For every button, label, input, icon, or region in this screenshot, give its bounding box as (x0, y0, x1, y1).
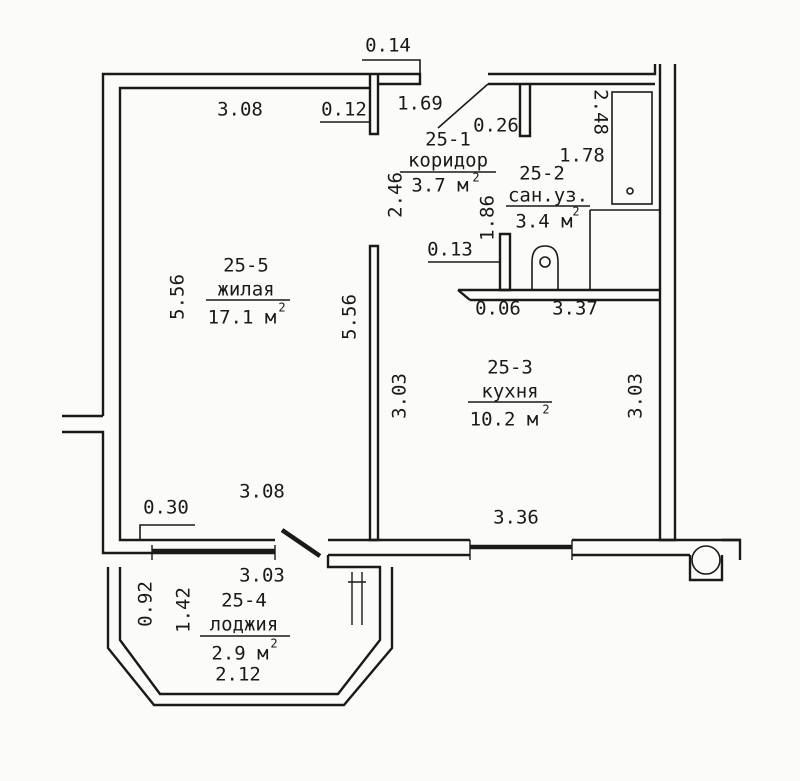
dim-0-13: 0.13 (427, 239, 473, 261)
windows (151, 528, 573, 625)
bathtub-drain (626, 187, 634, 195)
room-corridor-name: коридор (408, 150, 488, 172)
room-bathroom-area: 3.4 м (515, 211, 572, 233)
room-loggia: 25-4 лоджия 2.9 м 2 (200, 590, 290, 665)
room-kitchen-number: 25-3 (487, 357, 533, 379)
bathroom-wall-right (518, 84, 532, 138)
room-living-area: 17.1 м (208, 307, 277, 329)
dim-3-37: 3.37 (552, 298, 598, 320)
dim-3-36: 3.36 (493, 507, 539, 529)
room-bathroom-unit-sup: 2 (572, 205, 579, 219)
balcony-door (280, 528, 322, 558)
room-bathroom-number: 25-2 (519, 163, 565, 185)
room-loggia-number: 25-4 (221, 590, 267, 612)
walls (62, 64, 742, 582)
room-kitchen-area: 10.2 м (470, 409, 539, 431)
leader-0-30 (139, 524, 195, 540)
room-kitchen-unit-sup: 2 (542, 403, 549, 417)
living-kitchen-partition (368, 244, 380, 542)
fixtures (531, 91, 653, 290)
dim-5-56-left: 5.56 (167, 274, 189, 320)
kitchen-window-frame (469, 540, 573, 560)
room-living: 25-5 жилая 17.1 м 2 (206, 255, 290, 329)
dim-1-69: 1.69 (397, 93, 443, 115)
ventilation-circle (691, 545, 721, 575)
loggia (106, 555, 394, 707)
bathroom-bottom-partition (457, 288, 660, 302)
loggia-outline (106, 555, 394, 707)
dim-2-48: 2.48 (590, 89, 612, 135)
room-corridor-area: 3.7 м (411, 175, 468, 197)
room-bathroom-name: сан.уз. (508, 185, 588, 207)
corridor-top-wall (488, 64, 657, 86)
living-partition-top (368, 72, 422, 136)
dim-0-12: 0.12 (321, 99, 367, 121)
leaders (139, 59, 500, 540)
dim-3-03-loggia: 3.03 (239, 565, 285, 587)
dim-1-86: 1.86 (477, 195, 499, 241)
toilet-bowl (539, 256, 551, 268)
room-corridor-number: 25-1 (425, 129, 471, 151)
dim-2-46: 2.46 (385, 172, 407, 218)
dim-2-12: 2.12 (215, 664, 261, 686)
living-outer-wall (101, 72, 370, 416)
dim-0-26: 0.26 (473, 115, 519, 137)
room-loggia-area: 2.9 м (211, 643, 268, 665)
room-kitchen-name: кухня (481, 381, 538, 403)
dim-3-03-right: 3.03 (625, 373, 647, 419)
room-living-number: 25-5 (223, 255, 269, 277)
left-wall-bump (62, 414, 138, 555)
room-loggia-name: лоджия (210, 614, 279, 636)
toilet (531, 245, 559, 290)
dim-0-30: 0.30 (143, 497, 189, 519)
room-loggia-unit-sup: 2 (270, 637, 277, 651)
corridor-diagonal (437, 83, 489, 129)
kitchen-bottom-wall (328, 538, 740, 557)
bathroom-left-wall (498, 232, 512, 292)
dim-0-92: 0.92 (135, 581, 157, 627)
living-window-frame (151, 545, 276, 560)
dim-5-56-right: 5.56 (339, 294, 361, 340)
room-corridor-unit-sup: 2 (472, 171, 479, 185)
dim-3-08-bottom: 3.08 (239, 481, 285, 503)
bathroom-inner-partition (589, 209, 660, 290)
dim-1-78: 1.78 (559, 145, 605, 167)
right-column (688, 538, 742, 582)
room-bathroom: 25-2 сан.уз. 3.4 м 2 (506, 163, 590, 233)
room-kitchen: 25-3 кухня 10.2 м 2 (468, 357, 552, 431)
leader-0-14 (362, 59, 421, 74)
loggia-door-mark (348, 572, 366, 625)
dim-3-08-top: 3.08 (217, 99, 263, 121)
right-outer-wall (658, 64, 677, 542)
dim-0-14: 0.14 (365, 35, 411, 57)
dim-1-42: 1.42 (173, 587, 195, 633)
dimension-labels: 0.14 3.08 0.12 1.69 0.26 2.48 1.78 2.46 … (135, 35, 647, 686)
dim-3-03-left: 3.03 (389, 373, 411, 419)
room-living-name: жилая (217, 279, 274, 301)
bathtub (611, 91, 653, 205)
room-living-unit-sup: 2 (278, 301, 285, 315)
room-corridor: 25-1 коридор 3.7 м 2 (400, 129, 496, 197)
dim-0-06: 0.06 (475, 298, 521, 320)
